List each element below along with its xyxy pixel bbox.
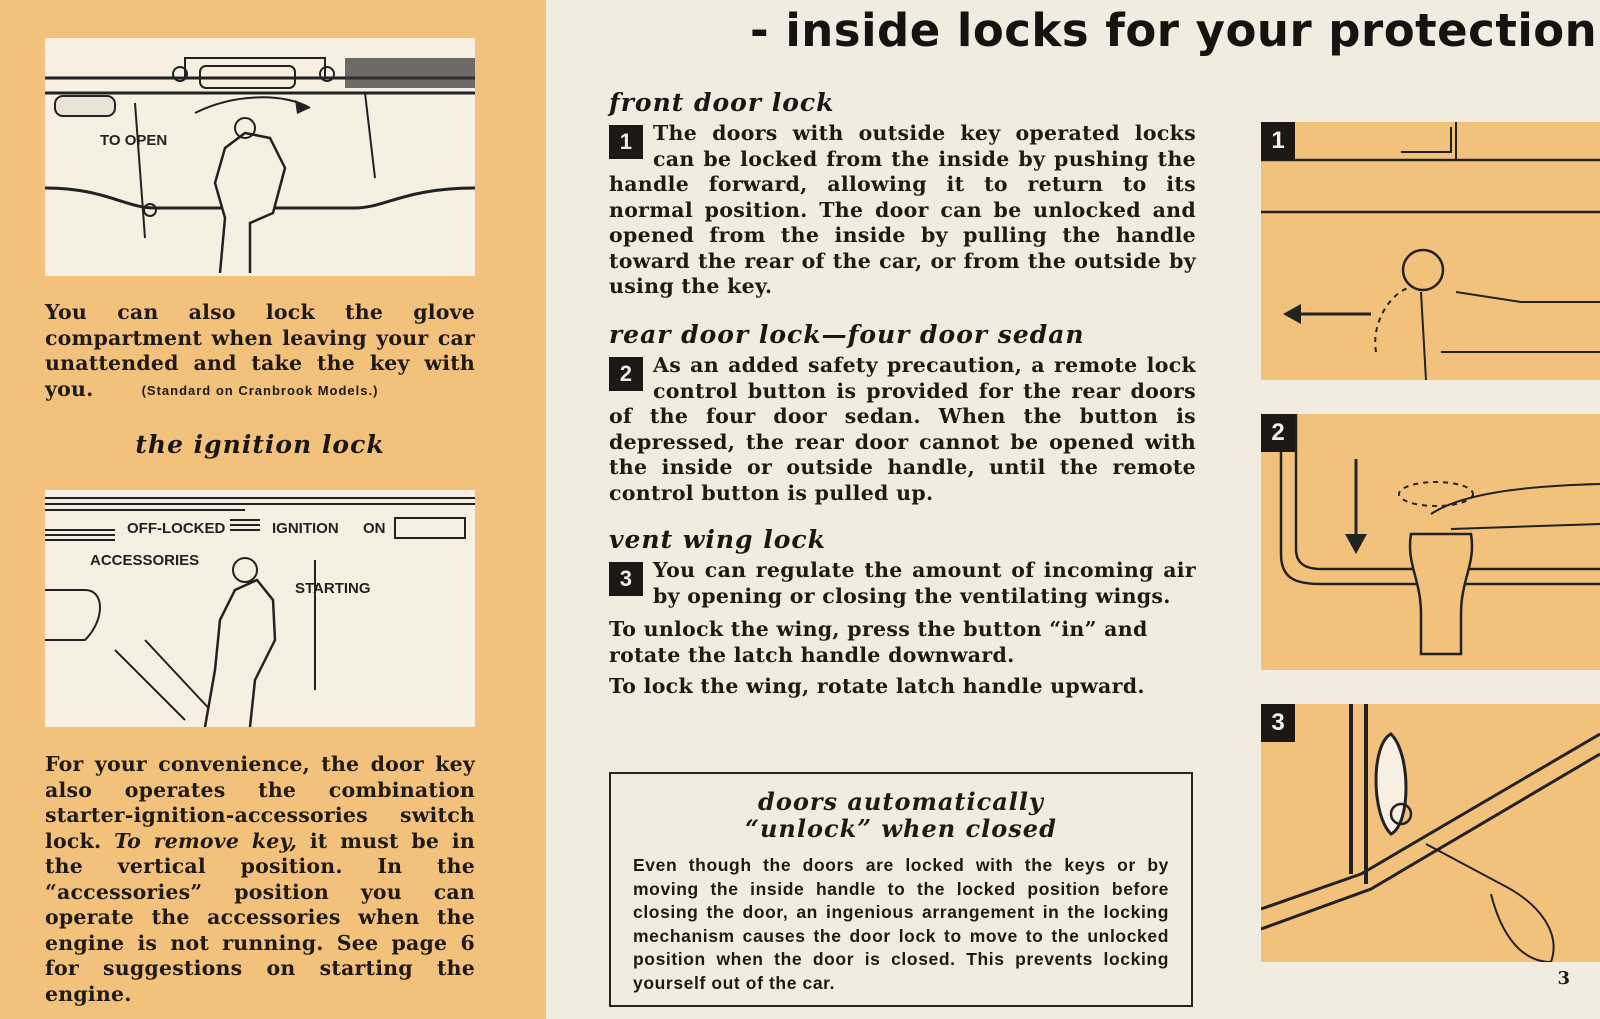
convenience-paragraph: For your convenience, the door key also … — [45, 752, 475, 1007]
auto-unlock-box: doors automatically “unlock” when closed… — [609, 772, 1193, 1007]
front-door-text: The doors with outside key operated lock… — [609, 121, 1196, 298]
vent-lock-text: To lock the wing, rotate latch handle up… — [609, 674, 1145, 698]
glove-compartment-drawing: TO OPEN — [45, 38, 475, 276]
glove-paragraph: You can also lock the glove compartment … — [45, 300, 475, 402]
ignition-drawing: OFF-LOCKED IGNITION ON ACCESSORIES START… — [45, 490, 475, 727]
vent-wing-lock-drawing — [1261, 704, 1600, 962]
page-title: - inside locks for your protection — [750, 4, 1598, 57]
starting-label: STARTING — [295, 580, 371, 597]
front-door-heading: front door lock — [609, 88, 835, 117]
ignition-heading: the ignition lock — [135, 430, 385, 459]
convenience-text-2: it must be in the vertical position. In … — [45, 828, 476, 1006]
convenience-emphasis: To remove key, — [114, 828, 298, 853]
rear-door-text: As an added safety precaution, a remote … — [609, 353, 1196, 505]
figure-1-badge: 1 — [1261, 122, 1295, 160]
rear-door-lock-drawing — [1261, 414, 1600, 670]
on-label: ON — [363, 520, 386, 537]
step-1-badge: 1 — [609, 125, 643, 159]
vent-unlock-text: To unlock the wing, press the button “in… — [609, 617, 1148, 667]
figure-3: 3 — [1261, 704, 1600, 962]
figure-2: 2 — [1261, 414, 1600, 670]
box-title-line-2: “unlock” when closed — [745, 814, 1057, 843]
convenience-text-1: For your convenience, the door key also … — [45, 752, 475, 853]
ignition-illustration: OFF-LOCKED IGNITION ON ACCESSORIES START… — [45, 490, 475, 727]
accessories-label: ACCESSORIES — [90, 552, 199, 569]
figure-3-badge: 3 — [1261, 704, 1295, 742]
front-door-lock-drawing — [1261, 122, 1600, 380]
off-locked-label: OFF-LOCKED — [127, 520, 225, 537]
glove-text: You can also lock the glove compartment … — [45, 300, 475, 401]
rear-door-heading: rear door lock—four door sedan — [609, 320, 1085, 349]
step-3-badge: 3 — [609, 562, 643, 596]
vent-wing-text: You can regulate the amount of incoming … — [653, 558, 1196, 608]
glove-note: (Standard on Cranbrook Models.) — [141, 383, 379, 398]
glove-compartment-illustration: TO OPEN — [45, 38, 475, 276]
figure-2-badge: 2 — [1261, 414, 1295, 452]
to-open-label: TO OPEN — [100, 132, 167, 149]
vent-wing-heading: vent wing lock — [609, 525, 826, 554]
vent-wing-paragraph: 3 You can regulate the amount of incoming… — [609, 558, 1196, 700]
step-2-badge: 2 — [609, 357, 643, 391]
box-title-line-1: doors automatically — [758, 787, 1044, 816]
figure-1: 1 — [1261, 122, 1600, 380]
page-number: 3 — [1557, 968, 1570, 989]
ignition-label: IGNITION — [272, 520, 339, 537]
box-body: Even though the doors are locked with th… — [633, 855, 1169, 993]
